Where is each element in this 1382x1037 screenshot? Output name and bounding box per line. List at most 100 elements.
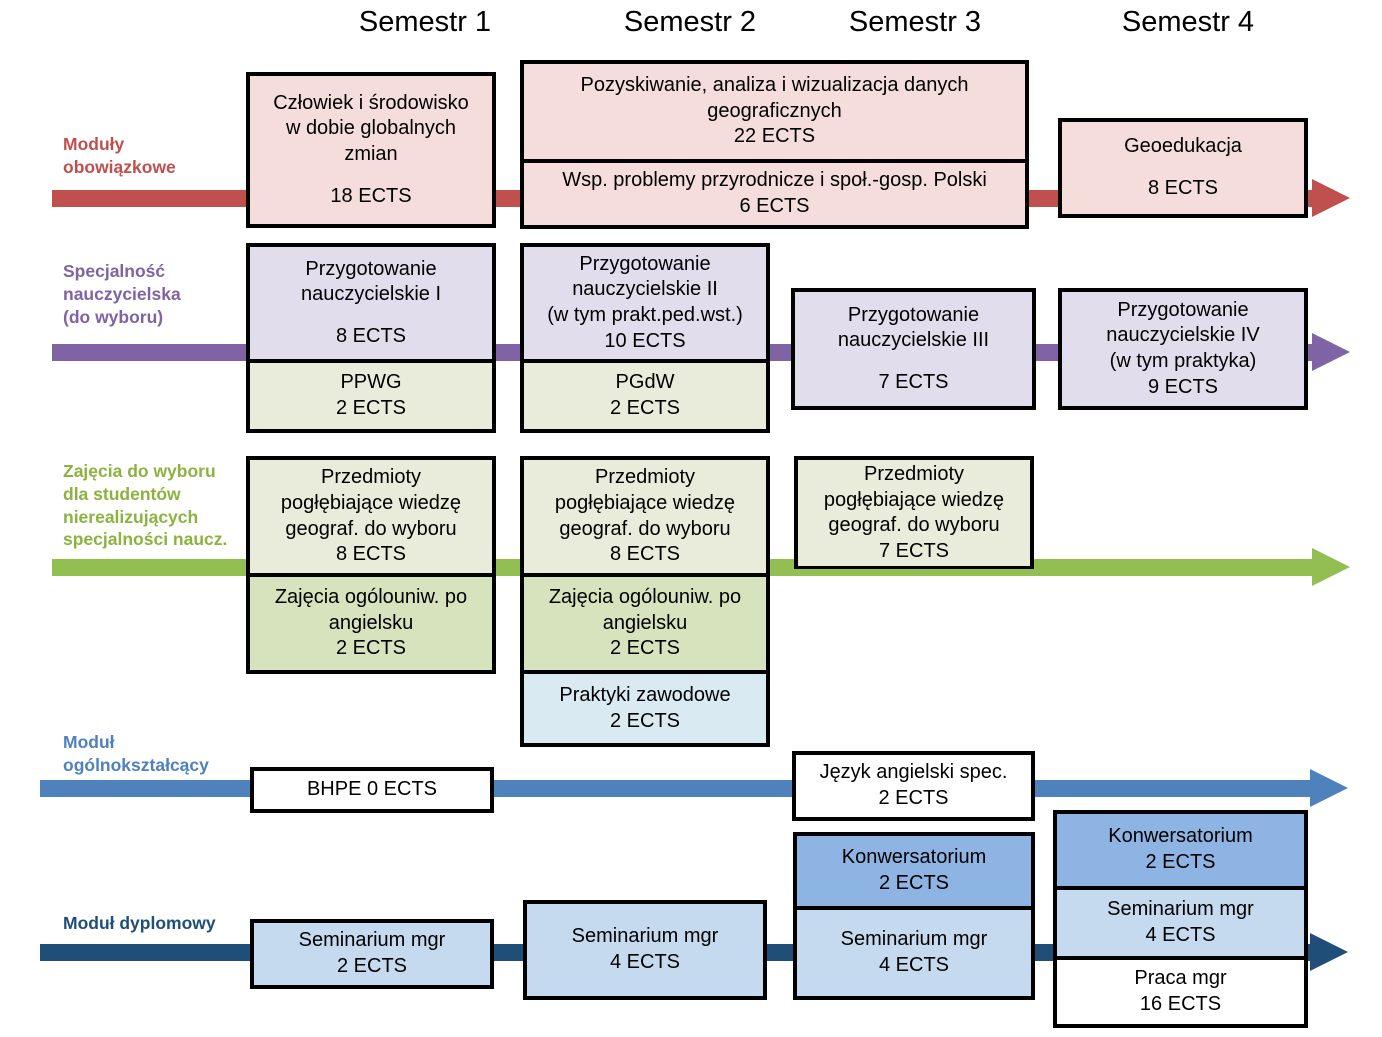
cell-jezyk-angielski-spec: Język angielski spec. 2 ECTS <box>796 755 1031 817</box>
cell-geoedukacja: Geoedukacja 8 ECTS <box>1062 122 1304 214</box>
course-title-line: geograf. do wyboru <box>559 517 731 540</box>
cell-pozyskiwanie-analiza: Pozyskiwanie, analiza i wizualizacja dan… <box>524 64 1025 159</box>
row-label-line: nauczycielska <box>63 283 181 304</box>
course-title-line: nauczycielskie IV <box>1106 324 1260 347</box>
row-label-line: nierealizujących <box>63 506 199 527</box>
box-przedmioty-poglebiajace-s2[interactable]: Przedmioty pogłębiające wiedzę geograf. … <box>520 456 770 747</box>
timeline-arrowhead-zajecia-do-wyboru <box>1312 548 1350 586</box>
row-label-line: (do wyboru) <box>63 306 164 327</box>
cell-przygotowanie-nauczycielskie-3: Przygotowanie nauczycielskie III 7 ECTS <box>795 292 1032 406</box>
box-seminarium-mgr-s2[interactable]: Seminarium mgr 4 ECTS <box>523 900 767 1000</box>
box-bhpe[interactable]: BHPE 0 ECTS <box>250 767 494 813</box>
cell-seminarium-mgr-s3: Seminarium mgr 4 ECTS <box>797 906 1031 996</box>
course-ects: 2 ECTS <box>335 397 407 419</box>
course-title-line: nauczycielskie II <box>572 278 718 301</box>
box-przygotowanie-nauczycielskie-4[interactable]: Przygotowanie nauczycielskie IV (w tym p… <box>1058 288 1308 410</box>
course-title-line: Człowiek i środowisko <box>273 91 469 114</box>
box-pozyskiwanie-analiza[interactable]: Pozyskiwanie, analiza i wizualizacja dan… <box>520 60 1029 229</box>
course-ects: 18 ECTS <box>330 184 412 207</box>
cell-wsp-problemy: Wsp. problemy przyrodnicze i społ.-gosp.… <box>524 159 1025 225</box>
timeline-arrowhead-specjalnosc <box>1312 333 1350 371</box>
course-ects: 2 ECTS <box>336 955 408 977</box>
course-title-line: Seminarium mgr <box>1107 898 1254 921</box>
course-ects: 2 ECTS <box>609 709 681 732</box>
cell-praca-mgr: Praca mgr 16 ECTS <box>1057 956 1304 1024</box>
course-title-line: (w tym praktyka) <box>1109 350 1257 372</box>
course-title-line: Geoedukacja <box>1124 135 1242 158</box>
course-title-line: Zajęcia ogólouniw. po <box>274 586 468 609</box>
course-title-line: (w tym prakt.ped.wst.) <box>547 304 743 326</box>
row-label-line: Specjalność <box>63 261 166 281</box>
course-title-line: BHPE 0 ECTS <box>306 778 438 801</box>
course-title-line: geograf. do wyboru <box>285 517 457 540</box>
box-przedmioty-poglebiajace-s3[interactable]: Przedmioty pogłębiające wiedzę geograf. … <box>794 456 1034 569</box>
row-label-line: obowiązkowe <box>63 156 176 177</box>
row-label-modul-ogolnoksztalcacy: Moduł ogólnokształcący <box>63 731 209 777</box>
box-jezyk-angielski-spec[interactable]: Język angielski spec. 2 ECTS <box>792 751 1035 821</box>
cell-konwersatorium-s4: Konwersatorium 2 ECTS <box>1057 814 1304 886</box>
cell-przedmioty-poglebiajace-s2: Przedmioty pogłębiające wiedzę geograf. … <box>524 460 766 573</box>
course-ects: 2 ECTS <box>609 637 681 660</box>
course-title-line: pogłębiające wiedzę <box>554 491 736 514</box>
course-title-line: Zajęcia ogólouniw. po <box>548 586 742 609</box>
course-ects: 4 ECTS <box>878 954 950 976</box>
row-label-line: ogólnokształcący <box>63 754 209 775</box>
course-title-line: PPWG <box>340 371 402 394</box>
course-ects: 10 ECTS <box>604 329 686 352</box>
semester-header-2: Semestr 2 <box>623 6 757 38</box>
box-czlowiek-i-srodowisko[interactable]: Człowiek i środowisko w dobie globalnych… <box>246 72 496 228</box>
course-ects: 8 ECTS <box>1147 177 1219 199</box>
box-seminarium-mgr-s1[interactable]: Seminarium mgr 2 ECTS <box>250 919 494 989</box>
cell-przedmioty-poglebiajace-s3: Przedmioty pogłębiające wiedzę geograf. … <box>798 460 1030 567</box>
timeline-arrowhead-ogolnoksztalcacy <box>1310 769 1348 807</box>
course-title-line: Pozyskiwanie, analiza i wizualizacja dan… <box>580 74 969 97</box>
course-title-line: pogłębiające wiedzę <box>823 488 1005 511</box>
cell-seminarium-mgr-s4: Seminarium mgr 4 ECTS <box>1057 886 1304 956</box>
course-title-line: Przedmioty <box>594 466 696 489</box>
course-title-line: Praca mgr <box>1134 967 1227 990</box>
course-title-line: w dobie globalnych <box>285 117 457 140</box>
course-ects: 2 ECTS <box>1145 851 1216 873</box>
course-title-line: geograficznych <box>707 99 842 122</box>
course-ects: 2 ECTS <box>335 637 407 660</box>
course-title-line: nauczycielskie III <box>837 329 990 352</box>
course-ects: 8 ECTS <box>335 543 407 566</box>
box-przygotowanie-nauczycielskie-1[interactable]: Przygotowanie nauczycielskie I 8 ECTS PP… <box>246 243 496 433</box>
course-ects: 8 ECTS <box>609 543 681 566</box>
course-ects: 8 ECTS <box>335 324 407 347</box>
course-title-line: Konwersatorium <box>1108 825 1253 848</box>
cell-pgdw: PGdW 2 ECTS <box>524 359 766 429</box>
course-title-line: Praktyki zawodowe <box>559 683 731 706</box>
box-przygotowanie-nauczycielskie-2[interactable]: Przygotowanie nauczycielskie II (w tym p… <box>520 243 770 433</box>
course-title-line: Konwersatorium <box>841 846 987 869</box>
row-label-line: Moduły <box>63 134 125 154</box>
course-title-line: angielsku <box>328 611 414 634</box>
timeline-arrowhead-obowiazkowe <box>1312 179 1350 217</box>
box-przedmioty-poglebiajace-s1[interactable]: Przedmioty pogłębiające wiedzę geograf. … <box>246 456 496 674</box>
row-label-line: Moduł <box>63 732 115 752</box>
cell-przygotowanie-nauczycielskie-2: Przygotowanie nauczycielskie II (w tym p… <box>524 247 766 359</box>
semester-header-3: Semestr 3 <box>848 6 982 38</box>
box-dyplomowy-s3[interactable]: Konwersatorium 2 ECTS Seminarium mgr 4 E… <box>793 832 1035 1000</box>
course-title-line: zmian <box>344 143 398 165</box>
row-label-specjalnosc-nauczycielska: Specjalność nauczycielska (do wyboru) <box>63 260 181 328</box>
cell-zajecia-ogolouniw-s2: Zajęcia ogólouniw. po angielsku 2 ECTS <box>524 573 766 670</box>
course-ects: 6 ECTS <box>739 195 810 217</box>
row-label-line: dla studentów <box>63 483 181 504</box>
box-przygotowanie-nauczycielskie-3[interactable]: Przygotowanie nauczycielskie III 7 ECTS <box>791 288 1036 410</box>
row-label-zajecia-do-wyboru: Zajęcia do wyboru dla studentów niereali… <box>63 460 227 551</box>
course-title-line: Przedmioty <box>863 463 965 485</box>
box-dyplomowy-s4[interactable]: Konwersatorium 2 ECTS Seminarium mgr 4 E… <box>1053 810 1308 1028</box>
course-ects: 4 ECTS <box>609 951 681 973</box>
course-title-line: Seminarium mgr <box>840 928 988 951</box>
course-ects: 7 ECTS <box>878 539 950 562</box>
row-label-moduly-obowiazkowe: Moduły obowiązkowe <box>63 133 176 179</box>
course-title-line: PGdW <box>615 371 675 394</box>
cell-seminarium-mgr-s1: Seminarium mgr 2 ECTS <box>254 923 490 985</box>
cell-czlowiek-i-srodowisko: Człowiek i środowisko w dobie globalnych… <box>250 76 492 224</box>
cell-przedmioty-poglebiajace-s1: Przedmioty pogłębiające wiedzę geograf. … <box>250 460 492 573</box>
box-geoedukacja[interactable]: Geoedukacja 8 ECTS <box>1058 118 1308 218</box>
course-title-line: Przygotowanie <box>847 303 980 326</box>
row-label-modul-dyplomowy: Moduł dyplomowy <box>63 912 216 935</box>
